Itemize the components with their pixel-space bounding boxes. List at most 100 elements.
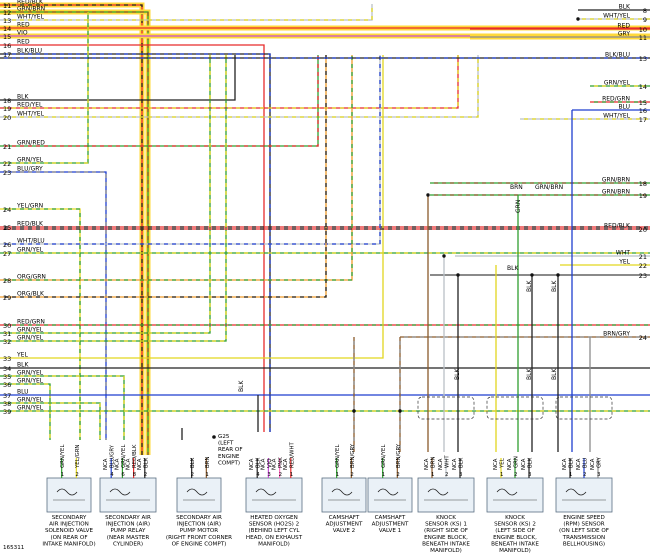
coil-icon	[331, 488, 353, 496]
right-wire-label-13: BLK/BLU	[605, 52, 630, 59]
component-c2-pin-0: 4	[110, 472, 114, 478]
coil-icon	[377, 488, 399, 496]
wire-label-27: GRN/YEL	[17, 247, 44, 254]
mid-wire-label-1: GRN/BRN	[535, 184, 563, 191]
component-c6-pin-0: 1	[382, 472, 385, 478]
component-c6-label-0: CAMSHAFT	[375, 515, 406, 521]
wire-label-21: GRN/RED	[17, 140, 45, 147]
right-wire-label-9: WHT/YEL	[603, 13, 631, 20]
component-c8-symbol	[493, 488, 537, 501]
component-c3-pin-0: 2	[191, 472, 194, 478]
wire-label-30: RED/GRN	[17, 319, 45, 326]
component-c7-pin-color-1: WHT	[445, 455, 451, 468]
wire-number-18: 18	[3, 97, 11, 105]
component-c8-label-5: MANIFOLD)	[499, 548, 531, 554]
splice-dot-2	[442, 254, 446, 258]
wire-31-stripe	[0, 55, 211, 334]
wire-number-33: 33	[3, 355, 11, 363]
wire-12-stripe	[0, 11, 149, 455]
component-c4-label-3: HEAD, ON EXHAUST	[246, 535, 303, 541]
wire-17-stripe	[0, 53, 271, 432]
wire-number-37: 37	[3, 392, 11, 400]
component-c5-label-1: ADJUSTMENT	[326, 522, 363, 528]
right-wire-number-22: 22	[639, 262, 647, 270]
component-c3-pin-color-0: BLK	[190, 457, 196, 468]
component-c1-label-4: INTAKE MANIFOLD)	[42, 541, 95, 547]
component-c3-pin-color-1: BRN	[205, 457, 211, 468]
wire-label-33: YEL	[16, 352, 28, 359]
component-c3-label-2: PUMP MOTOR	[180, 528, 218, 534]
component-c8-pin-color-0: YEL	[500, 458, 506, 469]
right-wire-number-11: 11	[639, 34, 647, 42]
wire-label-14: RED	[17, 22, 30, 29]
component-c8-label-3: ENGINE BLOCK,	[493, 535, 537, 541]
component-c4-label-4: MANIFOLD)	[258, 541, 290, 547]
mid-wire-label-3: GRN	[515, 200, 522, 213]
component-c5: 1GRN/YEL2BRN/GRYCAMSHAFTADJUSTMENTVALVE …	[321, 443, 367, 534]
coil-icon	[186, 488, 208, 496]
coil-icon	[109, 488, 131, 496]
component-c6-pin-1: 2	[396, 472, 399, 478]
component-c2-pin-2: 8	[133, 472, 137, 478]
coil-icon	[427, 488, 449, 496]
wire-label-38: GRN/YEL	[17, 397, 44, 404]
component-c7-pin-1: 2	[445, 472, 448, 478]
component-c9-nca-0: NCA	[562, 458, 568, 470]
wire-label-29: ORG/BLK	[17, 291, 45, 298]
component-c2-nca-1: NCA	[114, 458, 120, 470]
component-c4-pin-color-3: RED/WHT	[289, 441, 295, 468]
wire-32-stripe	[0, 55, 227, 342]
splice-dot-4	[556, 273, 560, 277]
right-wire-label-17: WHT/YEL	[603, 113, 631, 120]
component-c4-label-1: SENSOR (HO2S) 2	[249, 522, 299, 528]
right-wire-number-21: 21	[639, 253, 647, 261]
component-c8-pin-color-2: BLK	[528, 457, 534, 468]
component-c2-pin-color-1: GRN/YEL	[121, 445, 127, 468]
mid-wire-label-4: BLK	[526, 280, 533, 292]
component-c8-body	[486, 477, 544, 513]
component-c2-label-1: INJECTION (AIR)	[106, 522, 150, 528]
wire-label-36: GRN/YEL	[17, 378, 44, 385]
component-c6-pin-color-1: BRN/GRY	[396, 443, 402, 468]
wire-28	[0, 55, 353, 281]
wire-label-11: RED/BLK	[17, 0, 44, 6]
right-wire-number-24: 24	[639, 334, 647, 342]
mid-wire-label-8: BLK	[551, 368, 558, 380]
wire-label-20: WHT/YEL	[17, 111, 45, 118]
component-c8-pin-color-1: GRN	[514, 456, 520, 468]
right-wire-label-18: GRN/BRN	[602, 177, 630, 184]
right-wire-label-15: RED/GRN	[602, 96, 630, 103]
ground-g25-dot	[212, 435, 216, 439]
splice-dot-6	[398, 409, 402, 413]
right-wire-label-14: GRN/YEL	[604, 80, 631, 87]
right-wire-number-8: 8	[643, 7, 647, 15]
mid-wire-label-0: BRN	[510, 184, 523, 191]
component-c4-pin-3: 1	[290, 472, 293, 478]
wire-29-stripe	[0, 55, 327, 298]
ground-g25-label-3: ENGINE	[218, 454, 240, 460]
right-wire-label-11: GRY	[618, 31, 630, 38]
component-c8-nca-2: NCA	[521, 458, 527, 470]
component-c4-body	[245, 477, 303, 513]
right-wire-number-13: 13	[639, 55, 647, 63]
wire-11	[0, 4, 143, 455]
component-c4-pin-2: 2	[279, 472, 282, 478]
coil-icon	[255, 488, 277, 496]
right-wire-number-16: 16	[639, 107, 647, 115]
component-c8-label-2: (LEFT SIDE OF	[495, 528, 535, 534]
mid-wire-label-6: BLK	[454, 368, 461, 380]
mid-wire-label-2: BLK	[507, 265, 519, 272]
right-wire-number-20: 20	[639, 226, 647, 234]
component-c2-pin-color-3: BLK	[143, 457, 149, 468]
ground-g25-label-0: G25	[218, 434, 230, 440]
wire-number-20: 20	[3, 114, 11, 122]
right-wire-label-19: GRN/BRN	[602, 189, 630, 196]
component-c2-pin-3: 2	[144, 472, 147, 478]
component-c9-label-4: BELLHOUSING)	[563, 541, 605, 547]
component-c8-pin-0: 1	[500, 472, 503, 478]
right-wire-number-14: 14	[639, 83, 647, 91]
wire-label-35: GRN/YEL	[17, 370, 44, 377]
wire-number-15: 15	[3, 33, 11, 41]
